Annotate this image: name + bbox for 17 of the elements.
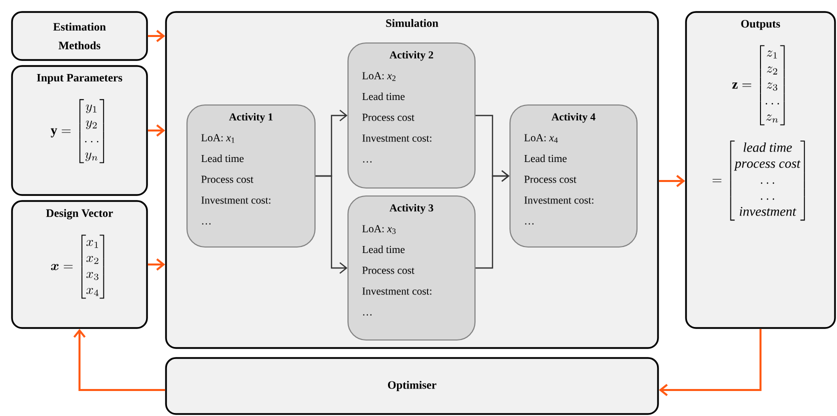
input-box: Design Vector $\boldsymbol{x} = \begin{bmatrix} x_1 \\ x_2 \\ x_3 \\ x_4 \end{bmatrix}$ bbox=[11, 200, 148, 329]
arrow bbox=[658, 328, 762, 396]
arrow bbox=[658, 174, 686, 188]
arrow bbox=[73, 328, 166, 391]
arrow bbox=[148, 30, 166, 42]
arrow bbox=[476, 170, 510, 269]
arrow bbox=[148, 124, 166, 137]
arrow bbox=[148, 258, 166, 271]
optimiser-box: Optimiser bbox=[165, 357, 659, 415]
arrow bbox=[316, 175, 348, 274]
activity-box: Activity 1 LoA: x$_{1}$ Lead time Process cost Investment cost: … bbox=[186, 104, 316, 248]
activity-box: Activity 3 LoA: x$_{3}$ Lead time Process cost Investment cost: … bbox=[347, 195, 476, 341]
output-box: Outputs $\mathbf{z} = \begin{bmatrix} z_1 \\ z_2 \\ z_3 \\ \ldots \\ z_n \end{bmatrix}$ $= \begin{bmatrix} \mathit{lead\ time} \\ \mathit{process\ cost} \\ \ldots \\ \ldots \\ \mathit{investment} \end{bmatrix}$ bbox=[685, 11, 836, 329]
activity-box: Activity 4 LoA: x$_{4}$ Lead time Process cost Investment cost: … bbox=[509, 104, 638, 248]
activity-box: Activity 2 LoA: x$_{2}$ Lead time Process cost Investment cost: … bbox=[347, 42, 476, 189]
input-box: Estimation Methods bbox=[11, 11, 148, 61]
input-box: Input Parameters $\mathbf{y} = \begin{bmatrix} y_1 \\ y_2 \\ \ldots \\ y_n \end{bmatrix}$ bbox=[11, 65, 148, 196]
